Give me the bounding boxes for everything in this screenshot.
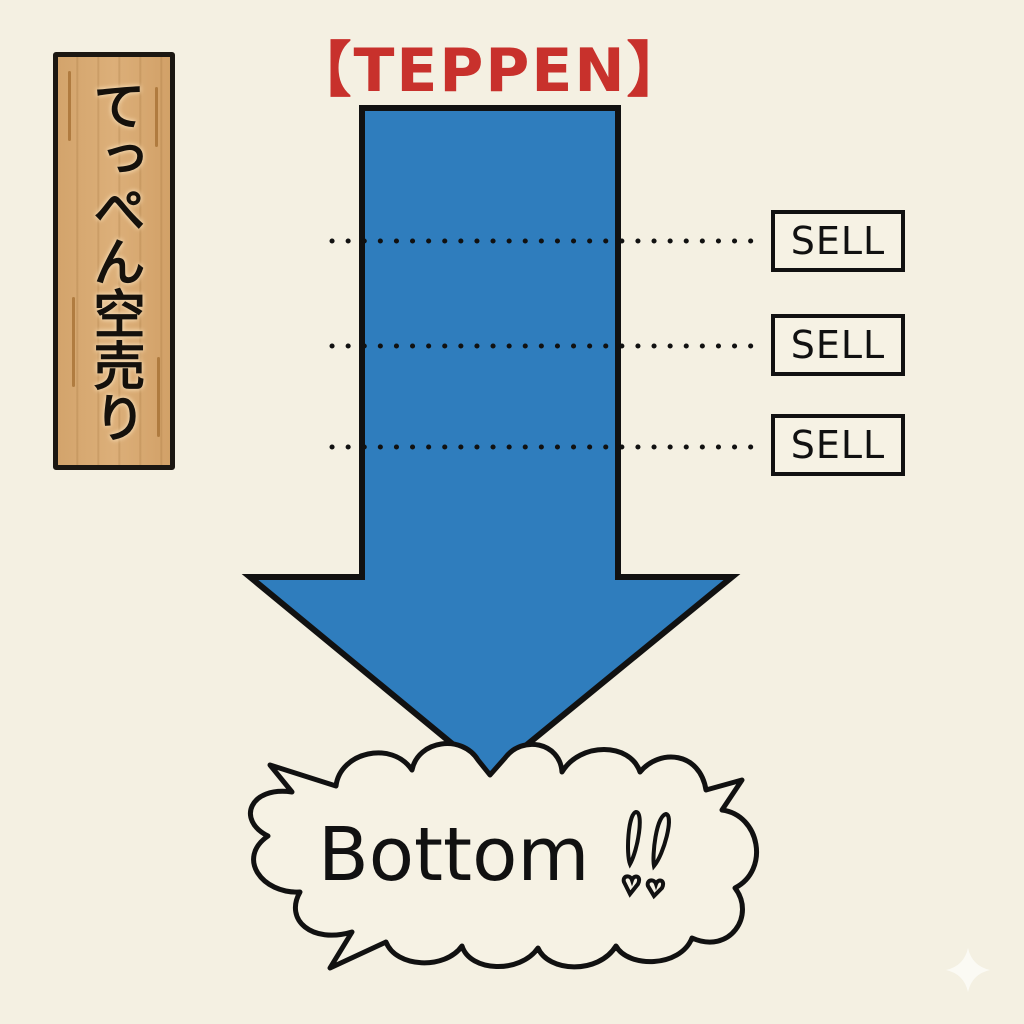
teppen-title: 【TEPPEN】 xyxy=(291,35,689,106)
bottom-label: Bottom xyxy=(318,812,590,898)
wooden-signboard: てっぺん空売り xyxy=(53,52,175,470)
sell-label-1: SELL xyxy=(771,210,905,272)
down-arrow xyxy=(241,105,741,779)
sell-label-text: SELL xyxy=(790,423,886,467)
sparkle-icon xyxy=(946,948,990,992)
double-exclamation-hearts-icon xyxy=(621,809,671,900)
sell-level-lines xyxy=(329,238,755,450)
sell-label-text: SELL xyxy=(790,323,886,367)
sell-label-2: SELL xyxy=(771,314,905,376)
sell-label-3: SELL xyxy=(771,414,905,476)
bottom-speech-bubble xyxy=(247,741,760,971)
signboard-text: てっぺん空売り xyxy=(84,79,144,443)
sell-label-text: SELL xyxy=(790,219,886,263)
